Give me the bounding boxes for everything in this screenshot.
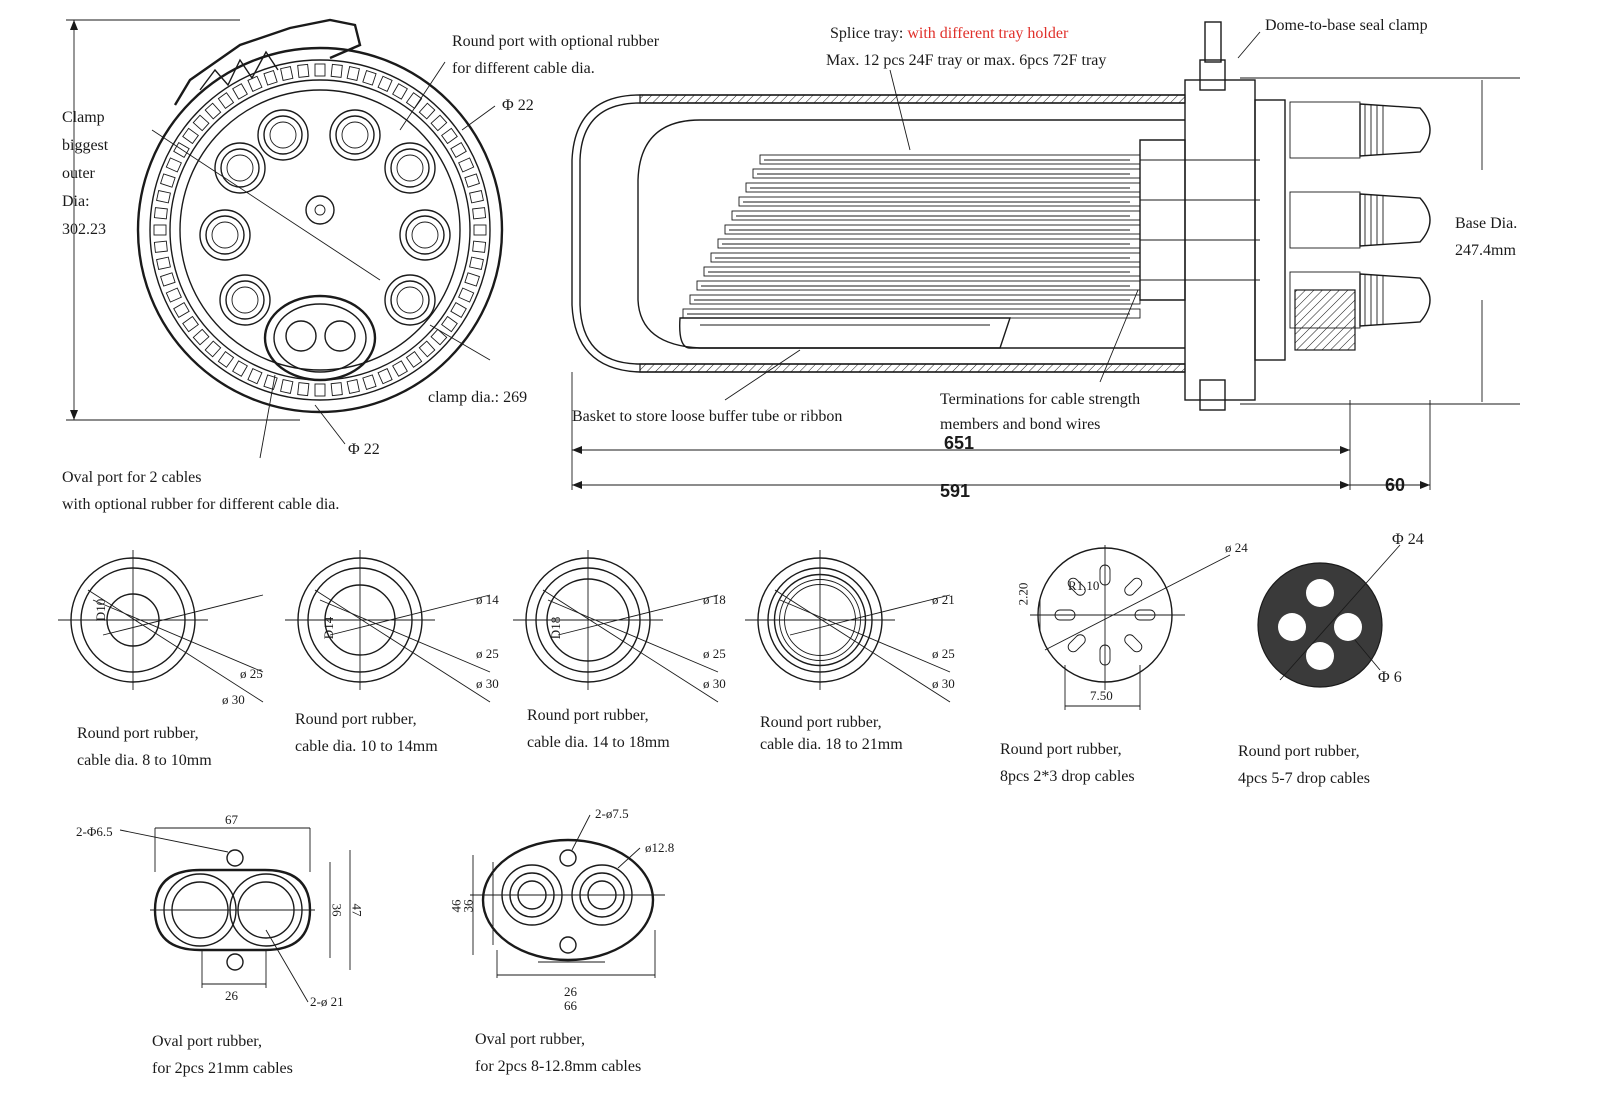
- oval-2-caption: Oval port rubber, for 2pcs 8-12.8mm cabl…: [475, 1026, 641, 1080]
- phi22-bottom-label: Φ 22: [348, 441, 380, 458]
- rubber-3-caption: Round port rubber, cable dia. 14 to 18mm: [527, 702, 670, 756]
- oval-1-caption: Oval port rubber, for 2pcs 21mm cables: [152, 1028, 293, 1082]
- terminations-line2: members and bond wires: [940, 416, 1101, 433]
- rubber-3-inner-label: D18: [548, 616, 564, 640]
- clamp-note-line2: biggest: [62, 137, 109, 154]
- seal-clamp-label: Dome-to-base seal clamp: [1265, 17, 1428, 34]
- rubber-1-d30: ø 30: [222, 692, 245, 707]
- rubber-6-caption-line2: 4pcs 5-7 drop cables: [1238, 770, 1370, 787]
- splice-tray-capacity: Max. 12 pcs 24F tray or max. 6pcs 72F tr…: [826, 52, 1107, 69]
- rubber-4-caption: Round port rubber, cable dia. 18 to 21mm: [760, 712, 903, 756]
- rubber-4-caption-line1: Round port rubber,: [760, 714, 882, 731]
- rubber-1-d25: ø 25: [240, 666, 263, 681]
- oval-2-w26: 26: [564, 984, 577, 999]
- base-dia-note: Base Dia. 247.4mm: [1455, 210, 1517, 264]
- clamp-dia-label: clamp dia.: 269: [428, 389, 528, 406]
- rubber-4-din: ø 21: [932, 592, 955, 607]
- oval-2-w66: 66: [564, 998, 577, 1013]
- dimension-591: 591: [940, 481, 971, 501]
- oval-2-h36: 36: [460, 899, 476, 913]
- oval-1-holes: 2-Φ6.5: [76, 824, 113, 839]
- splice-tray-red-note: with different tray holder: [907, 25, 1069, 42]
- rubber-5-width: 2.20: [1015, 582, 1031, 606]
- round-rubbers: [58, 550, 951, 703]
- rubber-2-caption: Round port rubber, cable dia. 10 to 14mm: [295, 706, 438, 760]
- oval-1-bore: 2-ø 21: [310, 994, 344, 1009]
- oval-port-note: Oval port for 2 cables with optional rub…: [62, 464, 339, 518]
- rubber-1-caption: Round port rubber, cable dia. 8 to 10mm: [77, 720, 212, 774]
- rubber-5-caption-line2: 8pcs 2*3 drop cables: [1000, 768, 1135, 785]
- terminations-line1: Terminations for cable strength: [940, 391, 1141, 408]
- rubber-5-length: 7.50: [1090, 688, 1113, 703]
- terminations-note: Terminations for cable strength members …: [940, 387, 1140, 437]
- oval-2-holes: 2-ø7.5: [595, 806, 629, 821]
- dimension-60: 60: [1385, 475, 1406, 495]
- rubber-3-d30: ø 30: [703, 676, 726, 691]
- dimension-651: 651: [944, 433, 975, 453]
- oval-1-caption-line2: for 2pcs 21mm cables: [152, 1060, 293, 1077]
- clamp-note-line5: 302.23: [62, 221, 106, 238]
- rubber-6-caption: Round port rubber, 4pcs 5-7 drop cables: [1238, 738, 1370, 792]
- rubber-6-caption-line1: Round port rubber,: [1238, 743, 1360, 760]
- rubber-4-d25: ø 25: [932, 646, 955, 661]
- oval-2-caption-line1: Oval port rubber,: [475, 1031, 585, 1048]
- rubber-5-d24: ø 24: [1225, 540, 1248, 555]
- rubber-2-d30: ø 30: [476, 676, 499, 691]
- splice-tray-label: Splice tray:: [830, 25, 904, 42]
- clamp-note: Clamp biggest outer Dia: 302.23: [62, 104, 108, 244]
- rubber-5-caption-line1: Round port rubber,: [1000, 741, 1122, 758]
- oval-rubber-128-drawing: [470, 814, 665, 978]
- oval-2-caption-line2: for 2pcs 8-12.8mm cables: [475, 1058, 642, 1075]
- phi22-top-label: Φ 22: [502, 97, 534, 114]
- oval-1-h36: 36: [329, 903, 345, 917]
- round-port-note: Round port with optional rubber for diff…: [452, 28, 659, 82]
- rubber-2-caption-line1: Round port rubber,: [295, 711, 417, 728]
- rubber-1-inner-label: D10: [93, 598, 109, 622]
- rubber-5-caption: Round port rubber, 8pcs 2*3 drop cables: [1000, 736, 1135, 790]
- rubber-2-caption-line2: cable dia. 10 to 14mm: [295, 738, 438, 755]
- oval-2-bore: ø12.8: [645, 840, 675, 855]
- rubber-4pcs-drawing: [1257, 544, 1401, 688]
- oval-1-w26: 26: [225, 988, 238, 1003]
- rubber-5-radius: R1.10: [1068, 578, 1100, 593]
- base-dia-line1: Base Dia.: [1455, 215, 1518, 232]
- round-port-note-line2: for different cable dia.: [452, 60, 595, 77]
- clamp-note-line4: Dia:: [62, 193, 90, 210]
- basket-label: Basket to store loose buffer tube or rib…: [572, 408, 843, 425]
- rubber-6-d6: Φ 6: [1378, 669, 1402, 686]
- rubber-1-caption-line1: Round port rubber,: [77, 725, 199, 742]
- closure-side-section: [571, 21, 1520, 490]
- rubber-3-caption-line1: Round port rubber,: [527, 707, 649, 724]
- clamp-note-line3: outer: [62, 165, 95, 182]
- oval-1-caption-line1: Oval port rubber,: [152, 1033, 262, 1050]
- rubber-4-caption-line2: cable dia. 18 to 21mm: [760, 736, 903, 753]
- oval-rubber-21-drawing: [119, 827, 351, 1003]
- rubber-6-d24: Φ 24: [1392, 531, 1424, 548]
- rubber-3-d25: ø 25: [703, 646, 726, 661]
- rubber-4-d30: ø 30: [932, 676, 955, 691]
- rubber-2-din: ø 14: [476, 592, 499, 607]
- oval-port-note-line2: with optional rubber for different cable…: [62, 496, 340, 513]
- clamp-note-line1: Clamp: [62, 109, 105, 126]
- rubber-3-caption-line2: cable dia. 14 to 18mm: [527, 734, 670, 751]
- oval-1-h47: 47: [349, 903, 365, 917]
- base-dia-line2: 247.4mm: [1455, 242, 1516, 259]
- rubber-1-caption-line2: cable dia. 8 to 10mm: [77, 752, 212, 769]
- splice-tray-note: Splice tray: with different tray holder …: [826, 20, 1106, 74]
- round-port-note-line1: Round port with optional rubber: [452, 33, 660, 50]
- rubber-2-d25: ø 25: [476, 646, 499, 661]
- rubber-2-inner-label: D14: [321, 616, 337, 640]
- oval-port-note-line1: Oval port for 2 cables: [62, 469, 202, 486]
- closure-end-view: [66, 18, 504, 459]
- oval-1-w67: 67: [225, 812, 238, 827]
- rubber-3-din: ø 18: [703, 592, 726, 607]
- rubber-8pcs-drawing: [1030, 545, 1231, 710]
